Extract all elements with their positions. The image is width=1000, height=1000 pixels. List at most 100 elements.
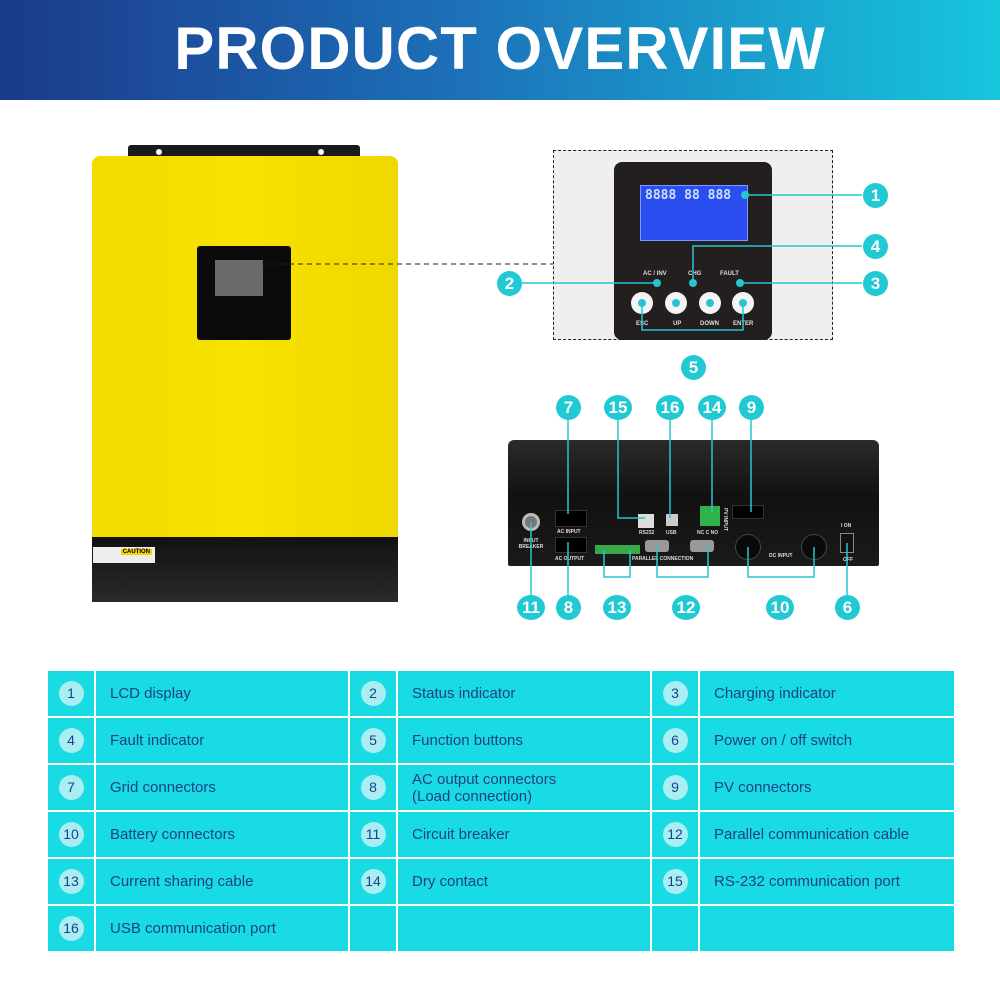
ac-inv-label: AC / INV <box>643 271 667 277</box>
callout-14: 14 <box>698 395 726 420</box>
legend-label: Status indicator <box>398 671 650 716</box>
legend-label: USB communication port <box>96 906 348 951</box>
legend-number: 5 <box>360 728 386 753</box>
parallel-port-1 <box>645 540 669 552</box>
down-button[interactable] <box>699 292 721 314</box>
dc-input-label: DC INPUT <box>769 553 793 559</box>
caution-label: CAUTION <box>93 547 155 563</box>
enter-button[interactable] <box>732 292 754 314</box>
legend-number-cell: 13 <box>48 859 94 904</box>
legend-label: Current sharing cable <box>96 859 348 904</box>
callout-7: 7 <box>556 395 581 420</box>
legend-number: 6 <box>662 728 688 753</box>
legend-number: 2 <box>360 681 386 706</box>
enter-label: ENTER <box>733 321 754 327</box>
esc-label: ESC <box>636 321 649 327</box>
ac-output-label: AC OUTPUT <box>555 556 585 562</box>
legend-table: 1 LCD display 2 Status indicator 3 Charging i… <box>48 671 954 951</box>
rs232-label: RS232 <box>639 530 655 536</box>
legend-number: 16 <box>58 916 84 941</box>
battery-connector-2 <box>801 534 827 560</box>
callout-13: 13 <box>603 595 631 620</box>
callout-3: 3 <box>863 271 888 296</box>
pv-input-label: PV INPUT <box>722 508 728 532</box>
callout-11: 11 <box>517 595 545 620</box>
legend-number-cell: 12 <box>652 812 698 857</box>
legend-number-cell: 1 <box>48 671 94 716</box>
mount-hole <box>318 149 324 155</box>
dry-contact-terminal <box>700 506 720 526</box>
legend-number-cell: 11 <box>350 812 396 857</box>
legend-number: 12 <box>662 822 688 847</box>
callout-12: 12 <box>672 595 700 620</box>
chg-label: CHG <box>688 271 702 277</box>
legend-number-cell: 10 <box>48 812 94 857</box>
legend-number-cell: 7 <box>48 765 94 810</box>
off-label: OFF <box>843 557 853 563</box>
legend-number-cell: 16 <box>48 906 94 951</box>
dry-contact-label: NC C NO <box>697 530 719 536</box>
legend-label: LCD display <box>96 671 348 716</box>
page-title: PRODUCT OVERVIEW <box>174 15 826 82</box>
inverter-front-body <box>92 156 398 538</box>
callout-6: 6 <box>835 595 860 620</box>
legend-label: AC output connectors (Load connection) <box>398 765 650 810</box>
legend-label: Power on / off switch <box>700 718 954 763</box>
legend-label: Fault indicator <box>96 718 348 763</box>
up-button[interactable] <box>665 292 687 314</box>
legend-label <box>700 906 954 951</box>
callout-5: 5 <box>681 355 706 380</box>
fault-label: FAULT <box>720 271 739 277</box>
on-label: I ON <box>841 523 852 529</box>
legend-number-cell: 2 <box>350 671 396 716</box>
legend-number: 9 <box>662 775 688 800</box>
parallel-label: PARALLEL CONNECTION <box>632 556 694 562</box>
legend-label: RS-232 communication port <box>700 859 954 904</box>
usb-label: USB <box>666 530 677 536</box>
current-sharing-port <box>595 545 640 554</box>
header-banner: PRODUCT OVERVIEW <box>0 0 1000 100</box>
parallel-port-2 <box>690 540 714 552</box>
front-lcd <box>215 260 263 296</box>
circuit-breaker[interactable] <box>522 513 540 531</box>
legend-number: 10 <box>58 822 84 847</box>
callout-4: 4 <box>863 234 888 259</box>
battery-connector-1 <box>735 534 761 560</box>
legend-number-cell: 3 <box>652 671 698 716</box>
esc-button[interactable] <box>631 292 653 314</box>
legend-label: PV connectors <box>700 765 954 810</box>
legend-number-cell: 6 <box>652 718 698 763</box>
ac-input-label: AC INPUT <box>557 529 581 535</box>
lcd-display: 8888 88 888 <box>640 185 748 241</box>
legend-number-cell: 14 <box>350 859 396 904</box>
up-label: UP <box>673 321 682 327</box>
lcd-readout: 8888 88 888 <box>645 188 732 203</box>
legend-label: Function buttons <box>398 718 650 763</box>
breaker-label: INPUT BREAKER <box>518 538 544 550</box>
legend-number-cell: 9 <box>652 765 698 810</box>
legend-label: Circuit breaker <box>398 812 650 857</box>
callout-10: 10 <box>766 595 794 620</box>
callout-1: 1 <box>863 183 888 208</box>
legend-number-cell <box>350 906 396 951</box>
legend-number-cell: 5 <box>350 718 396 763</box>
legend-number: 1 <box>58 681 84 706</box>
mount-hole <box>156 149 162 155</box>
usb-port <box>666 514 678 526</box>
legend-number: 15 <box>662 869 688 894</box>
legend-number: 8 <box>360 775 386 800</box>
callout-15: 15 <box>604 395 632 420</box>
pv-connector <box>732 505 764 519</box>
ac-input-connector <box>555 510 587 527</box>
legend-number: 3 <box>662 681 688 706</box>
legend-label: Charging indicator <box>700 671 954 716</box>
legend-number-cell: 8 <box>350 765 396 810</box>
legend-number-cell: 4 <box>48 718 94 763</box>
legend-number-cell <box>652 906 698 951</box>
power-switch[interactable] <box>840 533 854 553</box>
legend-label: Grid connectors <box>96 765 348 810</box>
callout-16: 16 <box>656 395 684 420</box>
legend-number: 11 <box>360 822 386 847</box>
rs232-port <box>638 514 654 528</box>
legend-number-cell: 15 <box>652 859 698 904</box>
